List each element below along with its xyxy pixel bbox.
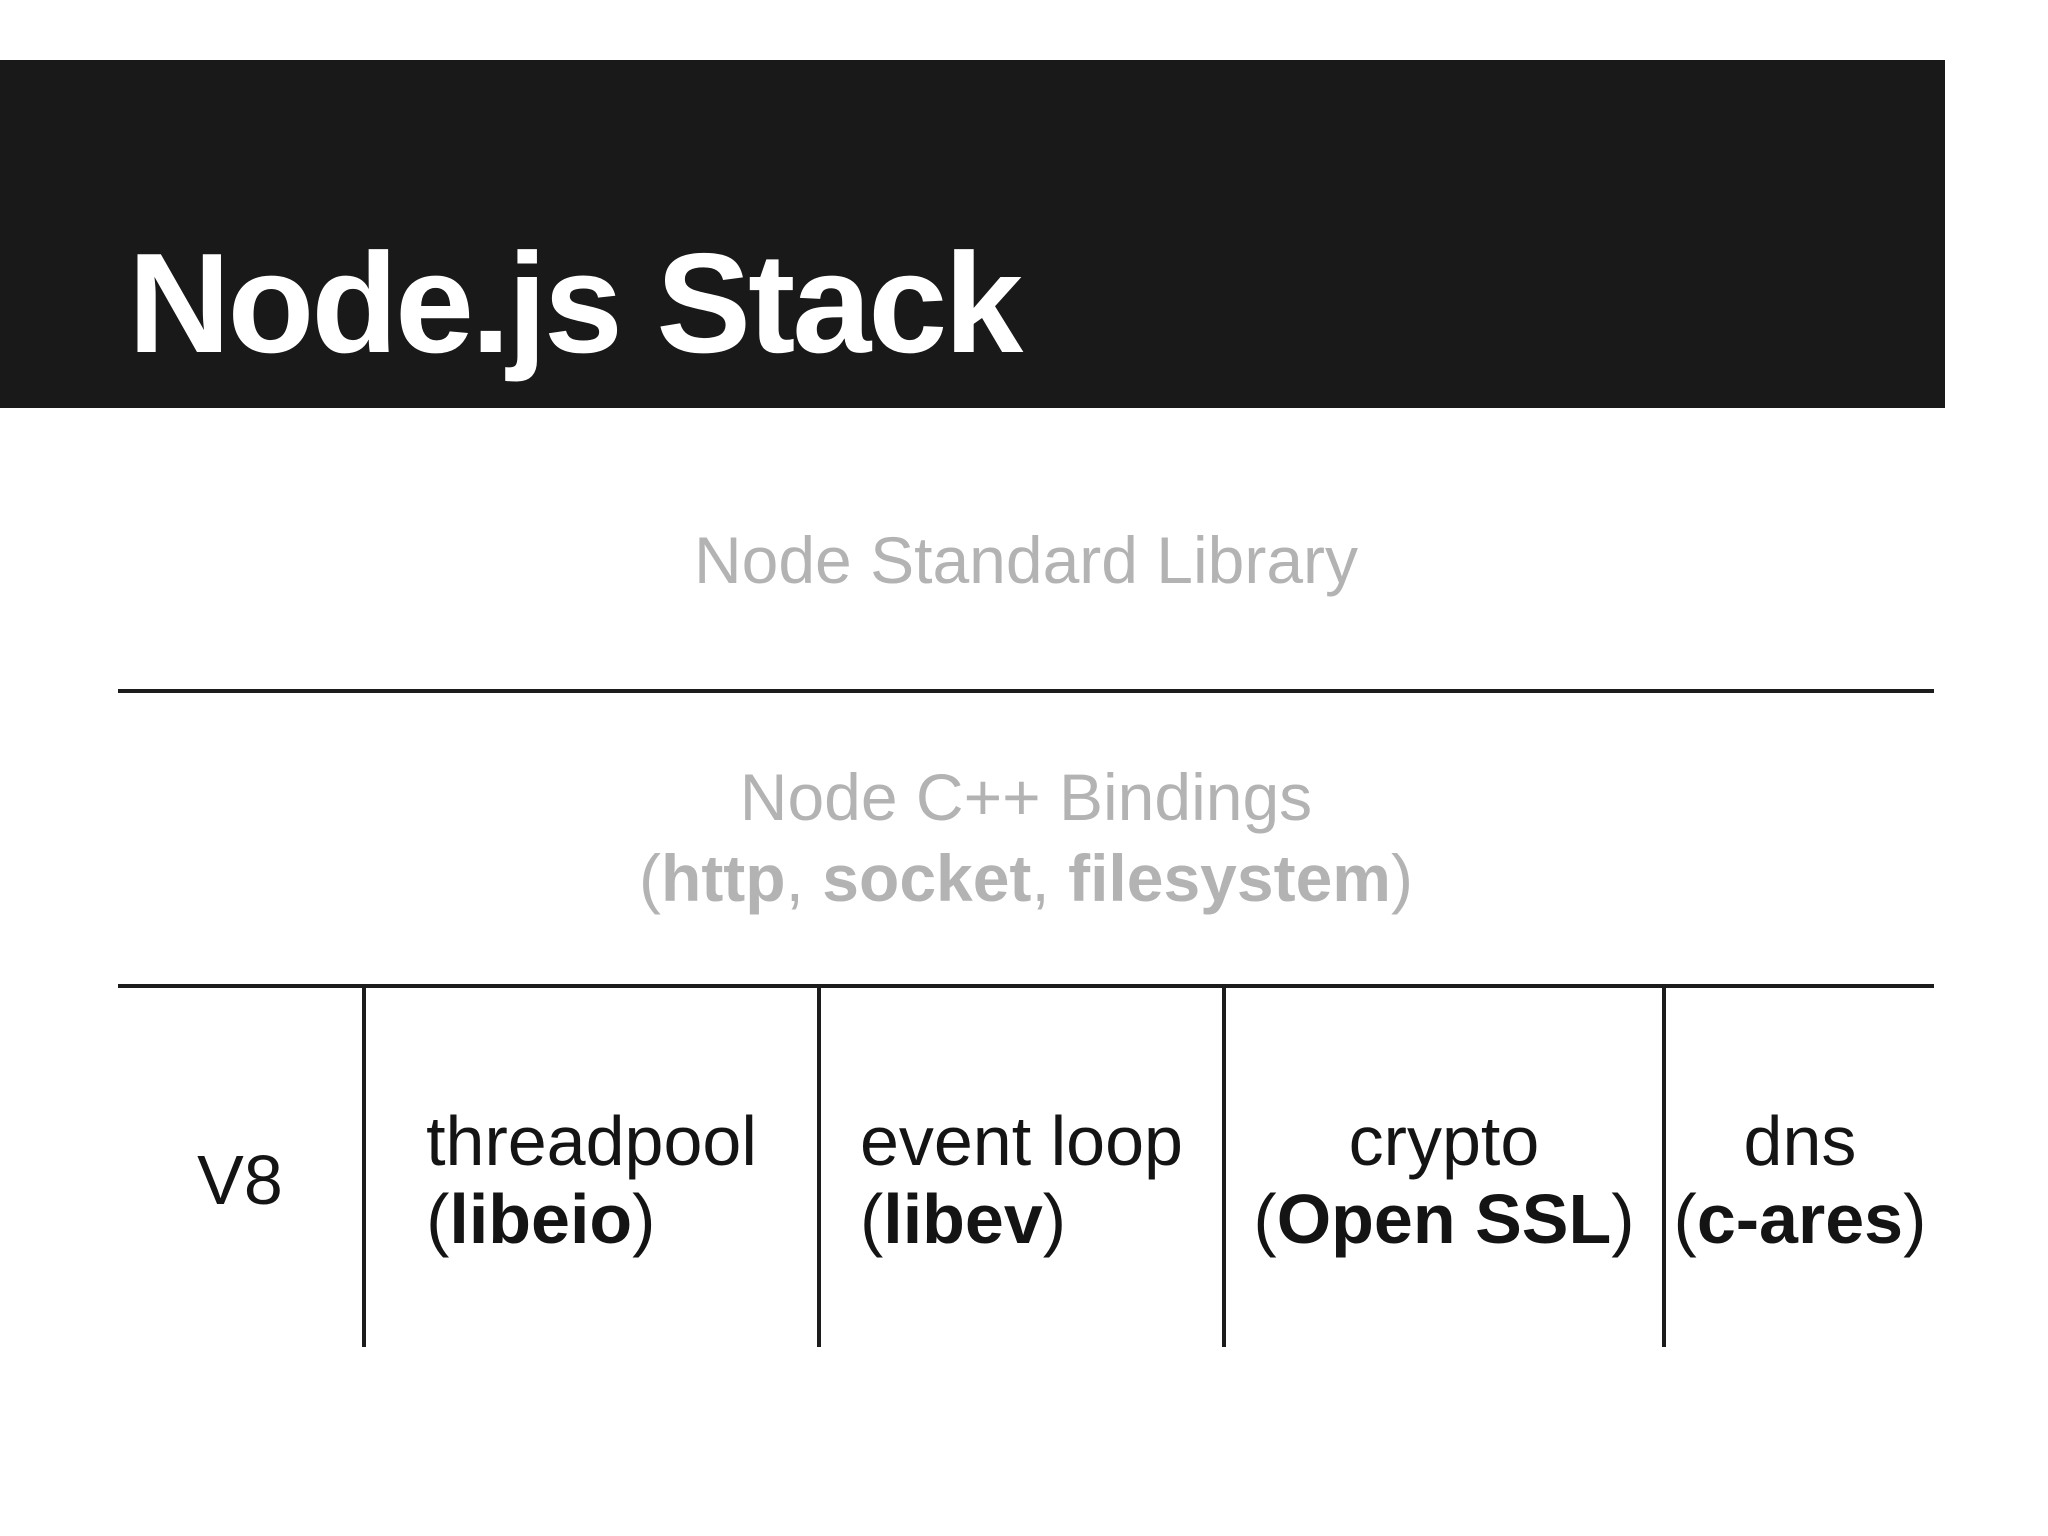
stdlib-heading: Node Standard Library <box>693 523 1359 597</box>
component-cell-threadpool: threadpool (libeio) <box>361 988 817 1347</box>
component-lib: (libeio) <box>426 1179 656 1258</box>
component-lib: (c-ares) <box>1673 1179 1927 1258</box>
component-name: event loop <box>859 1101 1183 1180</box>
component-cell-crypto: crypto (Open SSL) <box>1221 988 1662 1347</box>
divider-line-top <box>118 689 1934 693</box>
components-row: V8 threadpool (libeio) event loop (libev… <box>118 988 1934 1347</box>
bindings-detail: (http, socket, filesystem) <box>639 841 1413 915</box>
page-title: Node.js Stack <box>128 224 1023 383</box>
divider-line-bottom <box>118 984 1934 988</box>
title-bar <box>0 60 1945 408</box>
component-name: dns <box>1743 1101 1857 1180</box>
component-name: threadpool <box>426 1101 757 1180</box>
component-cell-v8: V8 <box>118 988 362 1347</box>
component-cell-dns: dns (c-ares) <box>1661 988 1934 1347</box>
component-name: crypto <box>1348 1101 1540 1180</box>
bindings-heading: Node C++ Bindings <box>739 760 1313 834</box>
component-cell-event-loop: event loop (libev) <box>816 988 1222 1347</box>
component-lib: (libev) <box>859 1179 1067 1258</box>
component-name: V8 <box>197 1140 283 1219</box>
component-lib: (Open SSL) <box>1253 1179 1635 1258</box>
